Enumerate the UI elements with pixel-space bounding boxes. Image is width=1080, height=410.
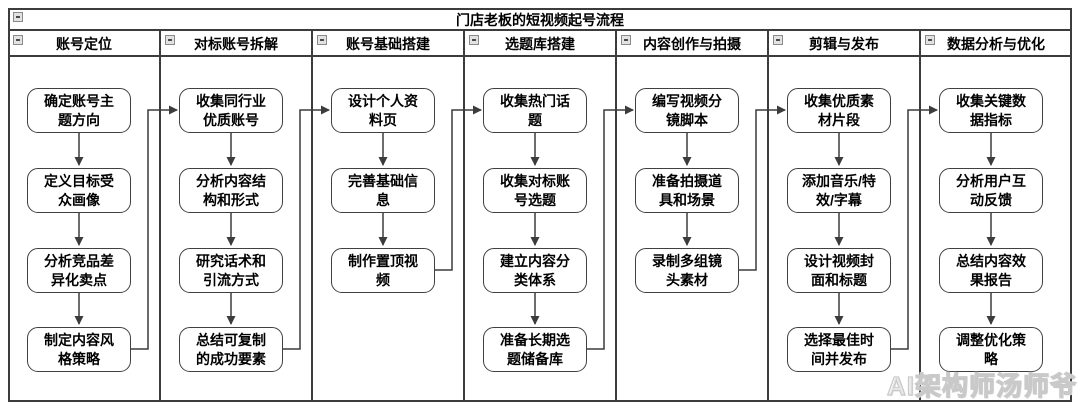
lane-5-step-1: 编写视频分镜脚本 xyxy=(635,88,739,133)
collapse-lane-7-icon[interactable] xyxy=(925,35,935,45)
lane-6-step-4: 选择最佳时间并发布 xyxy=(787,327,891,372)
header-row-divider xyxy=(10,55,1070,57)
lane-7-header: 数据分析与优化 xyxy=(947,35,1045,52)
lane-2-header: 对标账号拆解 xyxy=(194,35,278,52)
page-title: 门店老板的短视频起号流程 xyxy=(456,11,624,28)
lane-1-header: 账号定位 xyxy=(56,35,112,52)
lane-divider xyxy=(919,31,921,400)
lane-4-step-1: 收集热门话题 xyxy=(483,88,587,133)
lane-3-step-1: 设计个人资料页 xyxy=(331,88,435,133)
collapse-pool-icon[interactable] xyxy=(13,12,23,22)
lane-divider xyxy=(615,31,617,400)
collapse-lane-3-icon[interactable] xyxy=(317,35,327,45)
lane-2-step-3: 研究话术和引流方式 xyxy=(179,248,283,293)
lane-7-step-4: 调整优化策略 xyxy=(939,327,1043,372)
lane-1-step-2: 定义目标受众画像 xyxy=(27,168,131,213)
collapse-lane-4-icon[interactable] xyxy=(469,35,479,45)
lane-6-step-1: 收集优质素材片段 xyxy=(787,88,891,133)
lane-4-header: 选题库搭建 xyxy=(505,35,575,52)
lane-2-step-2: 分析内容结构和形式 xyxy=(179,168,283,213)
lane-5-header: 内容创作与拍摄 xyxy=(643,35,741,52)
lane-2-step-1: 收集同行业优质账号 xyxy=(179,88,283,133)
collapse-lane-6-icon[interactable] xyxy=(773,35,783,45)
title-bar-divider xyxy=(10,29,1070,31)
lane-4-step-2: 收集对标账号选题 xyxy=(483,168,587,213)
lane-1-step-4: 制定内容风格策略 xyxy=(27,327,131,372)
lane-divider xyxy=(463,31,465,400)
lane-4-step-3: 建立内容分类体系 xyxy=(483,248,587,293)
lane-7-step-2: 分析用户互动反馈 xyxy=(939,168,1043,213)
lane-2-step-4: 总结可复制的成功要素 xyxy=(179,327,283,372)
lane-3-step-3: 制作置顶视频 xyxy=(331,248,435,293)
lane-divider xyxy=(159,31,161,400)
lane-4-step-4: 准备长期选题储备库 xyxy=(483,327,587,372)
lane-6-step-2: 添加音乐/特效/字幕 xyxy=(787,168,891,213)
lane-1-step-1: 确定账号主题方向 xyxy=(27,88,131,133)
collapse-lane-5-icon[interactable] xyxy=(621,35,631,45)
lane-5-step-2: 准备拍摄道具和场景 xyxy=(635,168,739,213)
lane-6-step-3: 设计视频封面和标题 xyxy=(787,248,891,293)
lane-5-step-3: 录制多组镜头素材 xyxy=(635,248,739,293)
collapse-lane-1-icon[interactable] xyxy=(13,35,23,45)
lane-7-step-3: 总结内容效果报告 xyxy=(939,248,1043,293)
lane-3-header: 账号基础搭建 xyxy=(346,35,430,52)
lane-divider xyxy=(311,31,313,400)
lane-1-step-3: 分析竞品差异化卖点 xyxy=(27,248,131,293)
lane-6-header: 剪辑与发布 xyxy=(809,35,879,52)
lane-divider xyxy=(767,31,769,400)
lane-7-step-1: 收集关键数据指标 xyxy=(939,88,1043,133)
collapse-lane-2-icon[interactable] xyxy=(165,35,175,45)
lane-3-step-2: 完善基础信息 xyxy=(331,168,435,213)
